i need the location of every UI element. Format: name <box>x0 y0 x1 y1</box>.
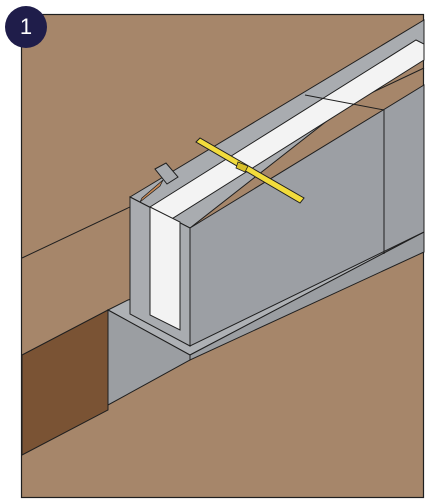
block-front-face <box>189 84 425 347</box>
block-course <box>128 19 425 347</box>
hammer-icon <box>139 162 179 203</box>
footing-side <box>189 231 425 361</box>
step-number-badge: 1 <box>5 6 47 48</box>
trench-wall <box>21 309 109 456</box>
step-number-text: 1 <box>19 14 33 39</box>
spirit-level-icon <box>195 137 305 204</box>
insulation-end-face <box>149 206 181 331</box>
block-joint-line <box>304 94 385 111</box>
